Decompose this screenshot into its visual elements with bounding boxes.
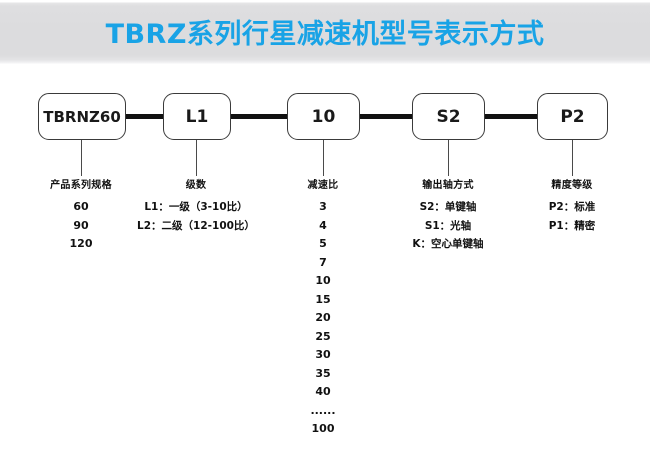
column-series-item: 120 <box>69 237 93 250</box>
drop-line-ratio <box>323 140 325 176</box>
column-shaft-item: S2：单键轴 <box>419 201 477 213</box>
column-stages: 级数 L1：一级（3-10比） L2：二级（12-100比） <box>121 176 271 235</box>
connector-2-3 <box>229 114 289 119</box>
column-ratio-item: 20 <box>315 311 331 324</box>
column-shaft-header: 输出轴方式 <box>422 180 474 191</box>
connector-3-4 <box>359 114 413 119</box>
column-precision-header: 精度等级 <box>551 180 593 191</box>
column-series-item: 60 <box>73 200 89 213</box>
column-ratio-header: 减速比 <box>307 180 339 191</box>
column-stages-item: L1：一级（3-10比） <box>144 201 248 213</box>
drop-line-stages <box>196 140 198 176</box>
column-stages-item: L2：二级（12-100比） <box>137 219 255 232</box>
column-ratio-item: 100 <box>311 422 335 435</box>
column-precision: 精度等级 P2：标准 P1：精密 <box>517 176 627 235</box>
drop-line-series <box>81 140 83 176</box>
connector-1-2 <box>124 114 165 119</box>
column-ratio-item: 40 <box>315 385 331 398</box>
column-ratio-item: 7 <box>319 255 327 269</box>
header-banner: TBRZ系列行星减速机型号表示方式 <box>0 0 650 64</box>
column-ratio: 减速比 3 4 5 7 10 15 20 25 30 35 40 ...... … <box>263 176 383 439</box>
connector-4-5 <box>484 114 538 119</box>
code-box-shaft[interactable]: S2 <box>412 93 485 140</box>
column-precision-item: P1：精密 <box>548 219 596 232</box>
column-ratio-item: 30 <box>315 348 331 361</box>
column-shaft-item: K：空心单键轴 <box>412 238 484 250</box>
column-ratio-item: 10 <box>315 274 331 287</box>
code-box-precision[interactable]: P2 <box>537 93 608 140</box>
code-box-stages[interactable]: L1 <box>163 93 231 140</box>
column-shaft: 输出轴方式 S2：单键轴 S1：光轴 K：空心单键轴 <box>388 176 508 254</box>
code-box-ratio[interactable]: 10 <box>287 93 360 140</box>
drop-line-shaft <box>448 140 450 176</box>
column-ratio-item: 4 <box>319 218 327 232</box>
column-precision-item: P2：标准 <box>548 201 596 213</box>
page-title: TBRZ系列行星减速机型号表示方式 <box>105 19 545 50</box>
column-series-item: 90 <box>73 218 89 232</box>
column-series-header: 产品系列规格 <box>50 180 112 191</box>
column-ratio-item: ...... <box>310 403 336 417</box>
column-ratio-item: 5 <box>319 237 327 250</box>
column-stages-header: 级数 <box>185 180 207 191</box>
column-ratio-item: 35 <box>315 366 331 380</box>
column-ratio-item: 3 <box>319 200 327 213</box>
column-ratio-item: 15 <box>315 292 331 306</box>
column-ratio-item: 25 <box>315 329 331 343</box>
drop-line-precision <box>572 140 574 176</box>
column-shaft-item: S1：光轴 <box>424 219 472 232</box>
column-series: 产品系列规格 60 90 120 <box>11 176 151 254</box>
code-box-series[interactable]: TBRNZ60 <box>38 93 126 140</box>
